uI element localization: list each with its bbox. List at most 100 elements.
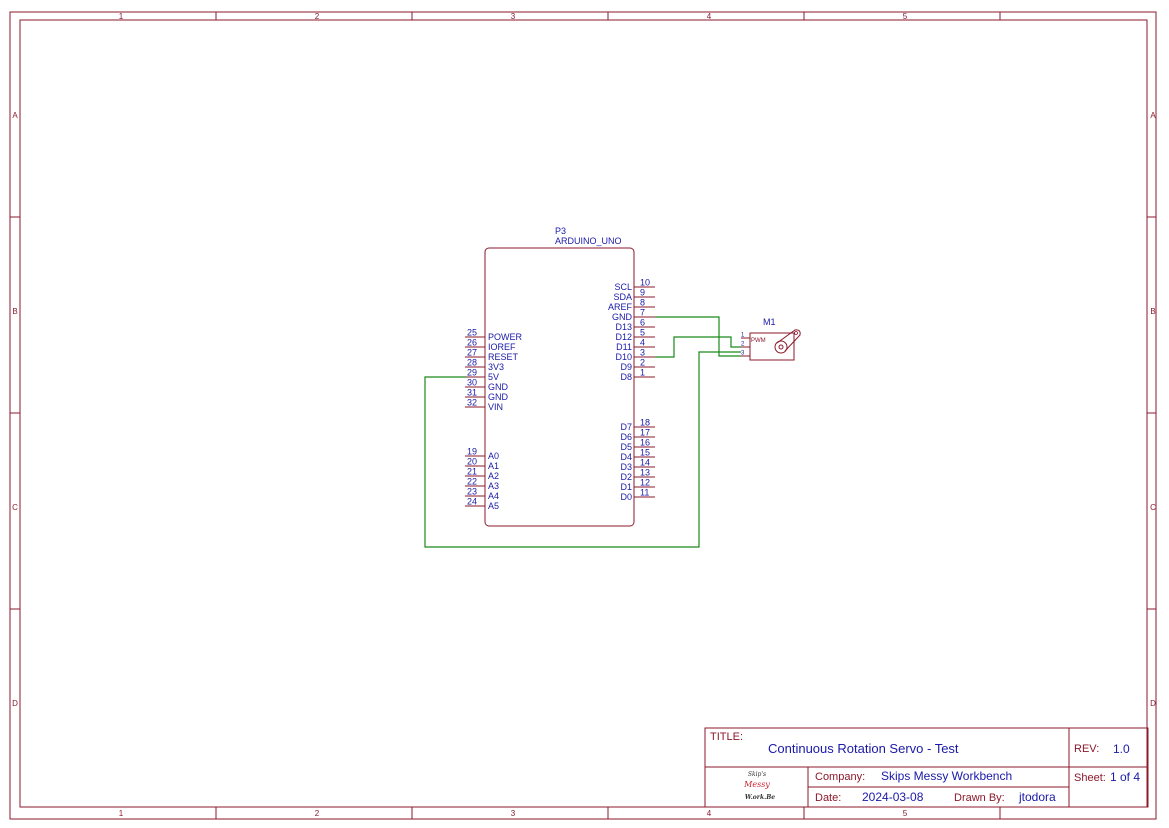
servo-symbol[interactable]: M1 PWM 123 [741,317,801,361]
servo-pin-1[interactable]: 1 [741,333,750,339]
pin-number: 26 [467,338,477,348]
pin-number: 29 [467,368,477,378]
pin-name: D3 [620,462,632,472]
pin-name: POWER [488,332,523,342]
pin-name: GND [612,312,633,322]
servo-pin-2[interactable]: 2 [741,342,750,348]
pin-number: 18 [640,418,650,428]
arduino-pin-d6[interactable]: 17 D6 [620,428,655,443]
servo-pin-3[interactable]: 3 [741,351,750,357]
pin-name: D11 [616,342,632,352]
date-label: Date: [815,792,841,804]
pin-name: D2 [620,472,632,482]
drawn-by-label: Drawn By: [954,792,1005,804]
arduino-ref: P3 [555,226,566,236]
arduino-pin-gnd[interactable]: 7 GND [612,308,655,323]
wire-5v[interactable] [424,351,741,548]
col-label-top: 3 [511,12,516,21]
arduino-pin-d3[interactable]: 14 D3 [620,458,655,473]
pin-number: 6 [640,318,645,328]
col-label-bottom: 2 [315,809,320,818]
pin-number: 1 [741,333,745,339]
svg-text:Messy: Messy [743,780,770,789]
pin-number: 24 [467,497,477,507]
pin-name: D13 [615,322,632,332]
arduino-pin-vin[interactable]: 32 VIN [465,398,503,413]
row-label-right: C [1150,503,1156,512]
arduino-pin-reset[interactable]: 27 RESET [465,348,519,363]
wires[interactable] [424,316,741,548]
svg-text:Skip's: Skip's [748,771,766,778]
pin-number: 27 [467,348,477,358]
title-label: TITLE: [710,731,743,743]
pin-name: RESET [488,352,519,362]
pin-number: 17 [640,428,650,438]
pin-number: 3 [741,351,745,357]
pin-number: 31 [467,388,477,398]
pin-name: 5V [488,372,499,382]
arduino-pin-ioref[interactable]: 26 IOREF [465,338,516,353]
pin-name: D4 [620,452,632,462]
pin-number: 7 [640,308,645,318]
arduino-pin-sda[interactable]: 9 SDA [613,288,655,303]
arduino-pin-d13[interactable]: 6 D13 [615,318,655,333]
pin-name: D10 [615,352,632,362]
pin-number: 28 [467,358,477,368]
pin-name: SCL [614,282,632,292]
pin-number: 2 [741,342,745,348]
arduino-pin-d9[interactable]: 2D9 [620,358,655,373]
col-label-top: 1 [119,12,124,21]
pin-number: 20 [467,457,477,467]
col-label-bottom: 1 [119,809,124,818]
pin-number: 13 [640,468,650,478]
pin-name: A4 [488,491,499,501]
pin-number: 9 [640,288,645,298]
outer-frame [9,11,1157,820]
pin-name: A2 [488,471,499,481]
arduino-pin-d8[interactable]: 1D8 [620,368,655,383]
arduino-pin-5v[interactable]: 29 5V [465,368,499,383]
pin-number: 14 [640,458,650,468]
pin-number: 1 [640,368,645,378]
servo-pins: 1 2 3 [741,333,750,357]
col-label-bottom: 3 [511,809,516,818]
row-label-left: B [12,307,17,316]
pin-name: VIN [488,402,503,412]
wire-pwm-d10[interactable] [655,336,741,358]
svg-text:W.ork.Be: W.ork.Be [745,794,775,801]
pin-name: D7 [620,422,632,432]
pin-number: 25 [467,328,477,338]
pin-number: 16 [640,438,650,448]
pin-name: IOREF [488,342,516,352]
arduino-pin-d7[interactable]: 18 D7 [620,418,655,433]
pin-name: SDA [613,292,632,302]
pin-number: 8 [640,298,645,308]
row-label-left: C [12,503,18,512]
arduino-pin-d2[interactable]: 13 D2 [620,468,655,483]
pin-name: D6 [620,432,632,442]
pin-name: A3 [488,481,499,491]
row-label-left: A [12,111,18,120]
pin-name: AREF [608,302,633,312]
pin-number: 32 [467,398,477,408]
arduino-pin-power[interactable]: 25 POWER [465,328,523,343]
arduino-pin-aref[interactable]: 8 AREF [608,298,655,313]
